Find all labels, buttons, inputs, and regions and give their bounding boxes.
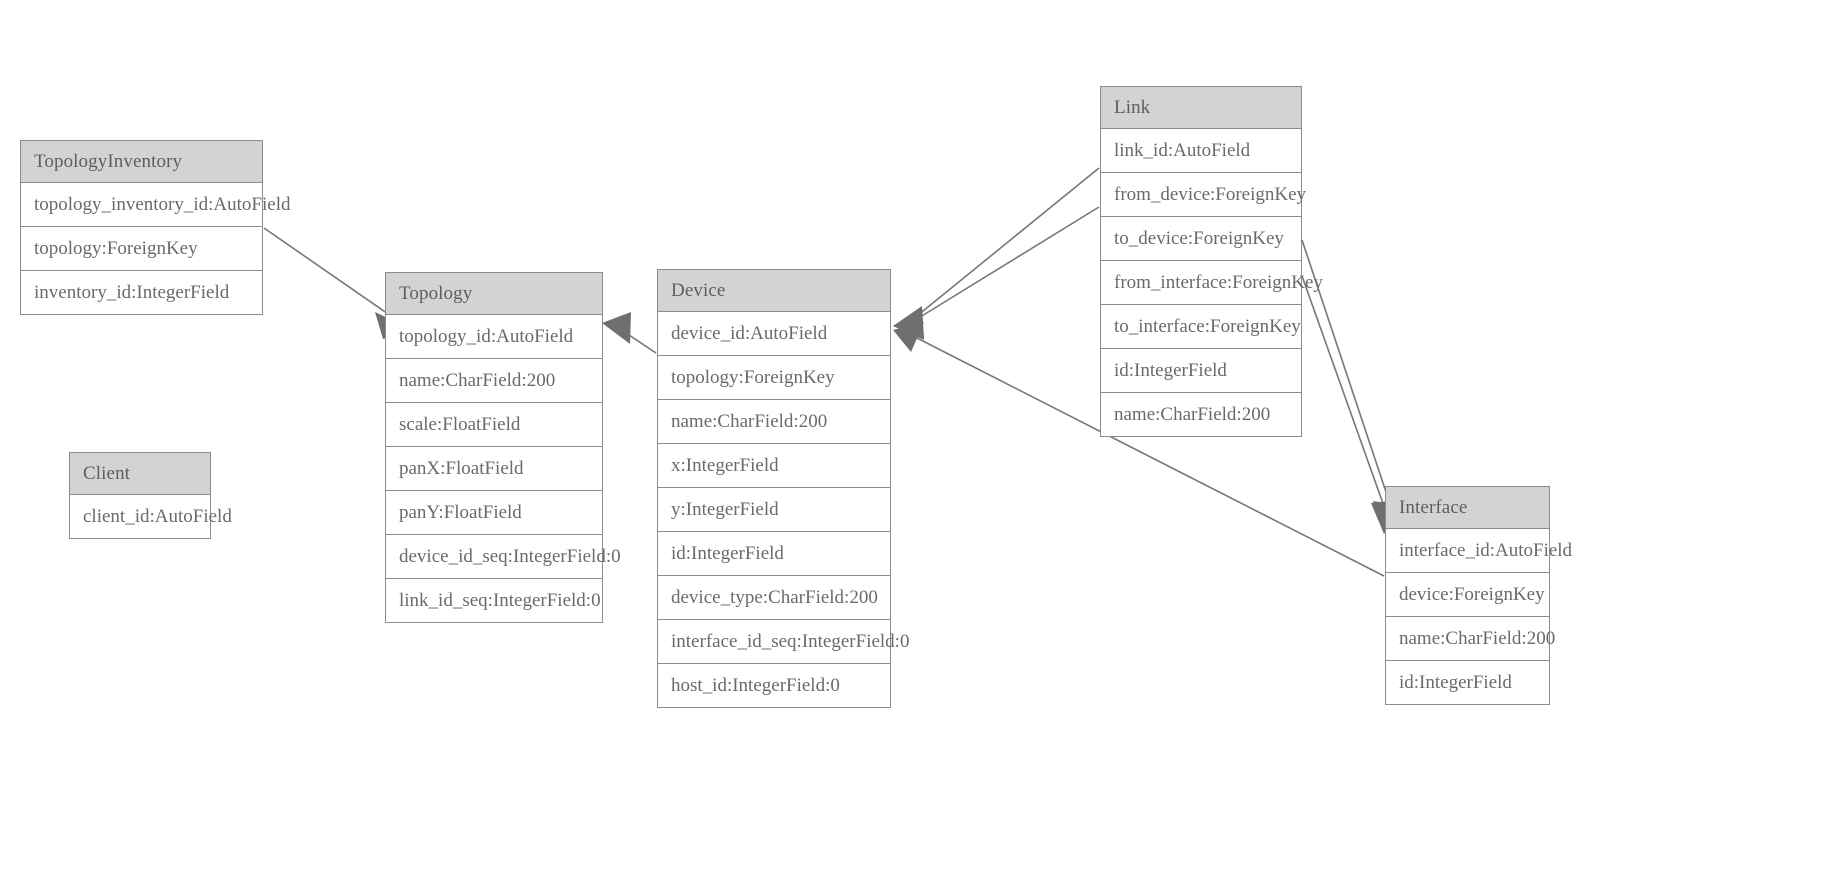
entity-field: name:CharField:200 xyxy=(386,359,602,403)
entity-field: link_id_seq:IntegerField:0 xyxy=(386,579,602,622)
entity-field: panX:FloatField xyxy=(386,447,602,491)
entity-field: name:CharField:200 xyxy=(1386,617,1555,661)
entity-field: device_id_seq:IntegerField:0 xyxy=(386,535,621,579)
entity-field: to_interface:ForeignKey xyxy=(1101,305,1301,349)
entity-topology[interactable]: Topology topology_id:AutoField name:Char… xyxy=(385,272,621,623)
entity-field: host_id:IntegerField:0 xyxy=(658,664,890,707)
entity-topologyinventory[interactable]: TopologyInventory topology_inventory_id:… xyxy=(20,140,291,315)
entity-field: from_interface:ForeignKey xyxy=(1101,261,1323,305)
entity-title: Device xyxy=(658,270,890,312)
entity-device[interactable]: Device device_id:AutoField topology:Fore… xyxy=(657,269,909,708)
entity-title: TopologyInventory xyxy=(21,141,262,183)
entity-title: Topology xyxy=(386,273,602,315)
entity-field: device_id:AutoField xyxy=(658,312,890,356)
edge-link-from_device xyxy=(893,167,1100,338)
entity-field: name:CharField:200 xyxy=(1101,393,1301,436)
entity-field: topology:ForeignKey xyxy=(658,356,890,400)
edge-device-topology xyxy=(602,312,657,354)
entity-field: id:IntegerField xyxy=(1101,349,1301,393)
entity-field: id:IntegerField xyxy=(658,532,890,576)
entity-field: topology:ForeignKey xyxy=(21,227,262,271)
entity-title: Link xyxy=(1101,87,1301,129)
entity-field: device_type:CharField:200 xyxy=(658,576,890,620)
entity-field: to_device:ForeignKey xyxy=(1101,217,1301,261)
entity-title: Client xyxy=(70,453,210,495)
entity-field: device:ForeignKey xyxy=(1386,573,1549,617)
entity-field: name:CharField:200 xyxy=(658,400,890,444)
entity-field: interface_id_seq:IntegerField:0 xyxy=(658,620,909,664)
entity-field: inventory_id:IntegerField xyxy=(21,271,262,314)
entity-interface[interactable]: Interface interface_id:AutoField device:… xyxy=(1385,486,1572,705)
entity-client[interactable]: Client client_id:AutoField xyxy=(69,452,232,539)
entity-link[interactable]: Link link_id:AutoField from_device:Forei… xyxy=(1100,86,1323,437)
entity-field: panY:FloatField xyxy=(386,491,602,535)
entity-field: id:IntegerField xyxy=(1386,661,1549,704)
entity-field: y:IntegerField xyxy=(658,488,890,532)
entity-field: from_device:ForeignKey xyxy=(1101,173,1306,217)
entity-field: x:IntegerField xyxy=(658,444,890,488)
edge-link-to_device xyxy=(893,206,1100,340)
entity-field: topology_id:AutoField xyxy=(386,315,602,359)
entity-field: topology_inventory_id:AutoField xyxy=(21,183,291,227)
entity-field: client_id:AutoField xyxy=(70,495,232,538)
entity-title: Interface xyxy=(1386,487,1549,529)
entity-field: scale:FloatField xyxy=(386,403,602,447)
entity-field: link_id:AutoField xyxy=(1101,129,1301,173)
entity-field: interface_id:AutoField xyxy=(1386,529,1572,573)
